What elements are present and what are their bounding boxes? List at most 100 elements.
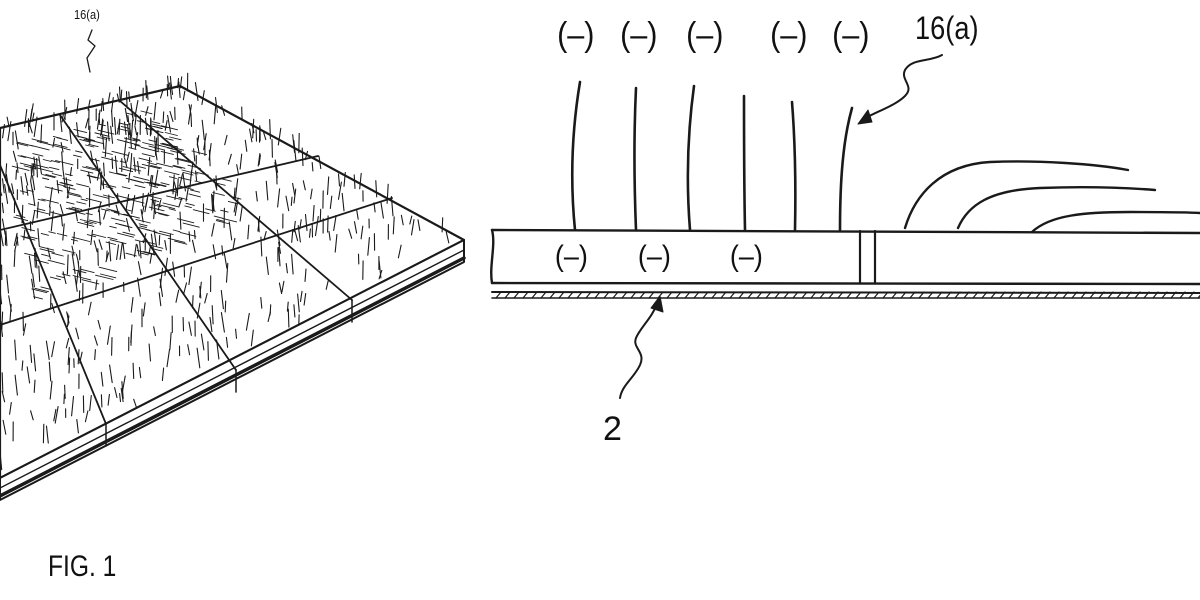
fig1-fiber	[71, 395, 75, 417]
fig1-fiber	[378, 269, 383, 280]
fig1-texture-stroke	[55, 275, 65, 279]
fig1-fiber	[341, 192, 345, 212]
fig1-texture-stroke	[92, 194, 110, 199]
fig1-fiber	[263, 230, 267, 241]
fig1-texture-stroke	[142, 142, 154, 146]
fig1-texture-stroke	[66, 191, 81, 196]
fig1-texture-stroke	[116, 139, 129, 143]
fig1-fiber	[113, 117, 117, 135]
fig1-fiber	[169, 110, 174, 123]
fig2-hatch-stroke	[693, 291, 700, 299]
fig1-texture-stroke	[84, 221, 93, 225]
fig1-texture-stroke	[139, 225, 147, 229]
fig1-texture-stroke	[85, 138, 105, 145]
fig1-fiber	[190, 113, 193, 128]
fig2-flattened-fiber	[956, 185, 1157, 230]
fig1-texture-stroke	[133, 176, 150, 181]
fig1-texture-stroke	[135, 218, 151, 224]
fig1-texture-stroke	[115, 222, 130, 228]
fig1-texture-stroke	[118, 122, 129, 126]
fig1-fiber	[14, 237, 19, 252]
fig1-fiber	[116, 93, 120, 103]
fig1-fiber	[26, 366, 31, 384]
fig1-fiber	[285, 195, 290, 212]
fig1-fiber	[164, 120, 168, 131]
fig1-fiber	[303, 292, 307, 306]
fig1-fiber	[100, 100, 103, 112]
fig2-top-charge: (–)	[557, 16, 595, 54]
fig1-texture-stroke	[42, 159, 52, 162]
fig1-fiber	[302, 180, 306, 191]
fig1-fiber	[126, 151, 130, 163]
fig1-texture-stroke	[101, 136, 111, 140]
fig1-texture-stroke	[160, 182, 170, 186]
fig1-fiber	[170, 81, 174, 95]
fig1-texture-stroke	[63, 147, 71, 151]
fig1-texture-stroke	[48, 231, 56, 234]
fig1-fiber	[164, 239, 167, 251]
fig1-fiber	[14, 374, 18, 396]
fig1-texture-stroke	[131, 199, 145, 204]
fig1-texture-stroke	[80, 169, 94, 174]
fig2-hatch-stroke	[1062, 291, 1069, 299]
fig2-layer-break-edge	[490, 228, 495, 285]
fig1-fiber	[22, 323, 27, 336]
fig1-texture-stroke	[24, 252, 38, 257]
fig1-tile-seam	[0, 197, 393, 326]
fig1-texture-stroke	[26, 189, 34, 192]
fig1-texture-stroke	[190, 189, 201, 193]
fig1-texture-stroke	[138, 223, 148, 227]
fig1-texture-stroke	[42, 177, 50, 180]
fig1-texture-stroke	[106, 208, 120, 213]
fig1-fiber	[169, 332, 172, 350]
fig1-texture-stroke	[158, 213, 168, 217]
fig2-hatch-stroke	[837, 291, 844, 299]
fig2-hatch-stroke	[720, 291, 727, 299]
fig2-hatch-stroke	[738, 291, 745, 299]
fig1-fiber	[110, 125, 114, 144]
fig1-texture-stroke	[122, 166, 142, 172]
fig1-fiber	[93, 335, 98, 346]
fig1-fiber	[326, 176, 330, 195]
fig1-reference-leader	[86, 29, 96, 73]
fig2-hatch-stroke	[594, 291, 601, 299]
fig1-fiber	[172, 261, 176, 277]
fig1-texture-stroke	[51, 252, 64, 257]
fig1-fiber	[107, 393, 110, 406]
fig1-fiber	[209, 316, 213, 333]
fig1-texture-stroke	[136, 120, 145, 123]
fig2-hatch-stroke	[864, 291, 871, 299]
fig1-fiber	[124, 108, 129, 123]
fig2-fibers-leader	[861, 54, 943, 121]
fig2-substrate-leader-arrowhead	[650, 295, 664, 313]
fig1-fiber	[51, 302, 55, 314]
fig1-texture-stroke	[171, 146, 185, 151]
fig1-texture-stroke	[82, 166, 100, 172]
fig1-fiber	[187, 104, 192, 125]
fig2-hatch-stroke	[1152, 291, 1159, 299]
fig1-texture-stroke	[117, 128, 128, 132]
fig1-texture-stroke	[184, 205, 192, 209]
fig2-hatch-stroke	[702, 291, 709, 299]
fig1-fiber	[262, 130, 267, 141]
fig1-fiber	[325, 280, 329, 290]
fig1-fiber	[333, 214, 337, 231]
fig2-hatch-stroke	[1143, 291, 1150, 299]
fig1-texture-stroke	[95, 274, 114, 280]
fig2-hatch-stroke	[945, 291, 952, 299]
fig2-fibers-reference-label: 16(a)	[915, 10, 979, 46]
fig1-texture-stroke	[185, 202, 195, 206]
fig1-fiber	[100, 118, 104, 137]
fig1-mat-bottom-stripe	[0, 256, 466, 498]
fig1-texture-stroke	[212, 192, 225, 196]
fig1-texture-stroke	[13, 216, 29, 222]
fig1-texture-stroke	[108, 171, 127, 177]
fig1-fiber	[260, 297, 263, 309]
fig1-fiber	[329, 195, 333, 210]
fig1-fiber	[128, 91, 131, 103]
fig1-fiber	[177, 77, 180, 89]
fig1-fiber	[216, 339, 220, 360]
fig1-texture-stroke	[77, 136, 95, 142]
fig1-texture-stroke	[134, 239, 144, 243]
fig2-hatch-stroke	[1098, 291, 1105, 299]
